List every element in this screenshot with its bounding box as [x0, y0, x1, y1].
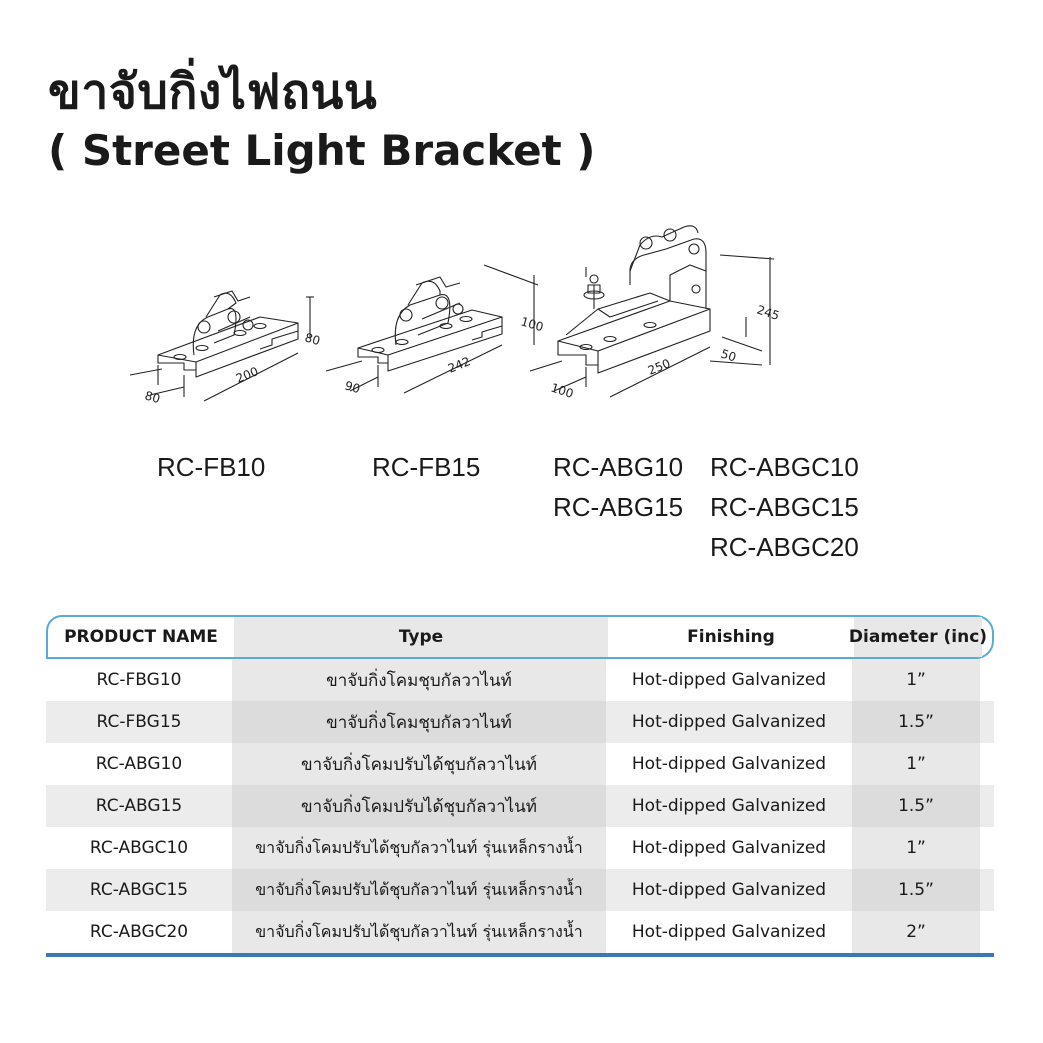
dim-fb10-height: 80 [303, 330, 322, 348]
cell-diameter: 1.5” [852, 785, 980, 827]
cell-type: ขาจับกิ่งโคมปรับได้ชุบกัลวาไนท์ รุ่นเหล็… [232, 869, 606, 911]
cell-type: ขาจับกิ่งโคมปรับได้ชุบกัลวาไนท์ รุ่นเหล็… [232, 827, 606, 869]
table-row: RC-ABGC15 ขาจับกิ่งโคมปรับได้ชุบกัลวาไนท… [46, 869, 994, 911]
table-bottom-rule [46, 953, 994, 957]
table-row: RC-FBG15 ขาจับกิ่งโคมชุบกัลวาไนท์ Hot-di… [46, 701, 994, 743]
dim-fb15-length: 242 [446, 354, 472, 376]
cell-product-name: RC-ABG15 [95, 796, 183, 816]
cell-product-name: RC-FBG10 [96, 670, 182, 690]
model-label: RC-ABGC10 [710, 452, 859, 482]
page-title-thai: ขาจับกิ่งไฟถนน [48, 64, 378, 120]
table-row: RC-ABG15 ขาจับกิ่งโคมปรับได้ชุบกัลวาไนท์… [46, 785, 994, 827]
cell-type: ขาจับกิ่งโคมปรับได้ชุบกัลวาไนท์ [232, 743, 606, 785]
model-label: RC-ABG10 [553, 452, 684, 482]
table-row: RC-ABGC20 ขาจับกิ่งโคมปรับได้ชุบกัลวาไนท… [46, 911, 994, 953]
cell-diameter: 1” [852, 743, 980, 785]
model-label: RC-FB10 [157, 452, 266, 482]
dim-fb10-width: 80 [143, 388, 162, 406]
drawing-rc-abg [529, 225, 775, 398]
dim-fb10-length: 200 [234, 364, 260, 386]
page-title-english: ( Street Light Bracket ) [48, 126, 596, 175]
model-label: RC-ABG15 [553, 492, 684, 522]
cell-type: ขาจับกิ่งโคมชุบกัลวาไนท์ [232, 701, 606, 743]
drawing-rc-fb15 [325, 264, 539, 394]
cell-finishing: Hot-dipped Galvanized [631, 712, 827, 732]
cell-finishing: Hot-dipped Galvanized [631, 670, 827, 690]
header-diameter: Diameter (inc) [849, 617, 987, 657]
cell-product-name: RC-ABGC10 [89, 838, 189, 858]
dim-fb15-width: 90 [343, 378, 362, 396]
product-table: PRODUCT NAME Type Finishing Diameter (in… [46, 615, 994, 959]
drawing-rc-fb10 [129, 290, 314, 402]
cell-diameter: 1.5” [852, 869, 980, 911]
cell-type: ขาจับกิ่งโคมปรับได้ชุบกัลวาไนท์ [232, 785, 606, 827]
table-row: RC-ABGC10 ขาจับกิ่งโคมปรับได้ชุบกัลวาไนท… [46, 827, 994, 869]
cell-type: ขาจับกิ่งโคมชุบกัลวาไนท์ [232, 659, 606, 701]
cell-finishing: Hot-dipped Galvanized [631, 880, 827, 900]
cell-diameter: 2” [852, 911, 980, 953]
cell-diameter: 1” [852, 659, 980, 701]
model-label: RC-FB15 [372, 452, 481, 482]
cell-type: ขาจับกิ่งโคมปรับได้ชุบกัลวาไนท์ รุ่นเหล็… [232, 911, 606, 953]
model-label: RC-ABGC15 [710, 492, 859, 522]
dim-fb15-height: 100 [519, 314, 545, 334]
header-product-name: PRODUCT NAME [64, 627, 218, 647]
dim-abg-length: 250 [646, 356, 672, 378]
table-row: RC-ABG10 ขาจับกิ่งโคมปรับได้ชุบกัลวาไนท์… [46, 743, 994, 785]
cell-diameter: 1.5” [852, 701, 980, 743]
cell-finishing: Hot-dipped Galvanized [631, 796, 827, 816]
header-type: Type [234, 617, 608, 657]
dim-abg-depth: 50 [719, 347, 738, 365]
dim-abg-width: 100 [549, 381, 575, 401]
table-header: PRODUCT NAME Type Finishing Diameter (in… [46, 615, 994, 659]
dim-abg-height: 245 [755, 303, 781, 323]
cell-product-name: RC-ABGC20 [89, 922, 189, 942]
cell-product-name: RC-FBG15 [96, 712, 182, 732]
header-finishing: Finishing [687, 627, 775, 647]
cell-finishing: Hot-dipped Galvanized [631, 754, 827, 774]
cell-diameter: 1” [852, 827, 980, 869]
cell-finishing: Hot-dipped Galvanized [631, 922, 827, 942]
cell-product-name: RC-ABG10 [95, 754, 183, 774]
cell-product-name: RC-ABGC15 [89, 880, 189, 900]
table-row: RC-FBG10 ขาจับกิ่งโคมชุบกัลวาไนท์ Hot-di… [46, 659, 994, 701]
model-label: RC-ABGC20 [710, 532, 859, 562]
cell-finishing: Hot-dipped Galvanized [631, 838, 827, 858]
product-drawings: 80 80 200 100 90 242 245 50 250 100 [129, 225, 781, 406]
